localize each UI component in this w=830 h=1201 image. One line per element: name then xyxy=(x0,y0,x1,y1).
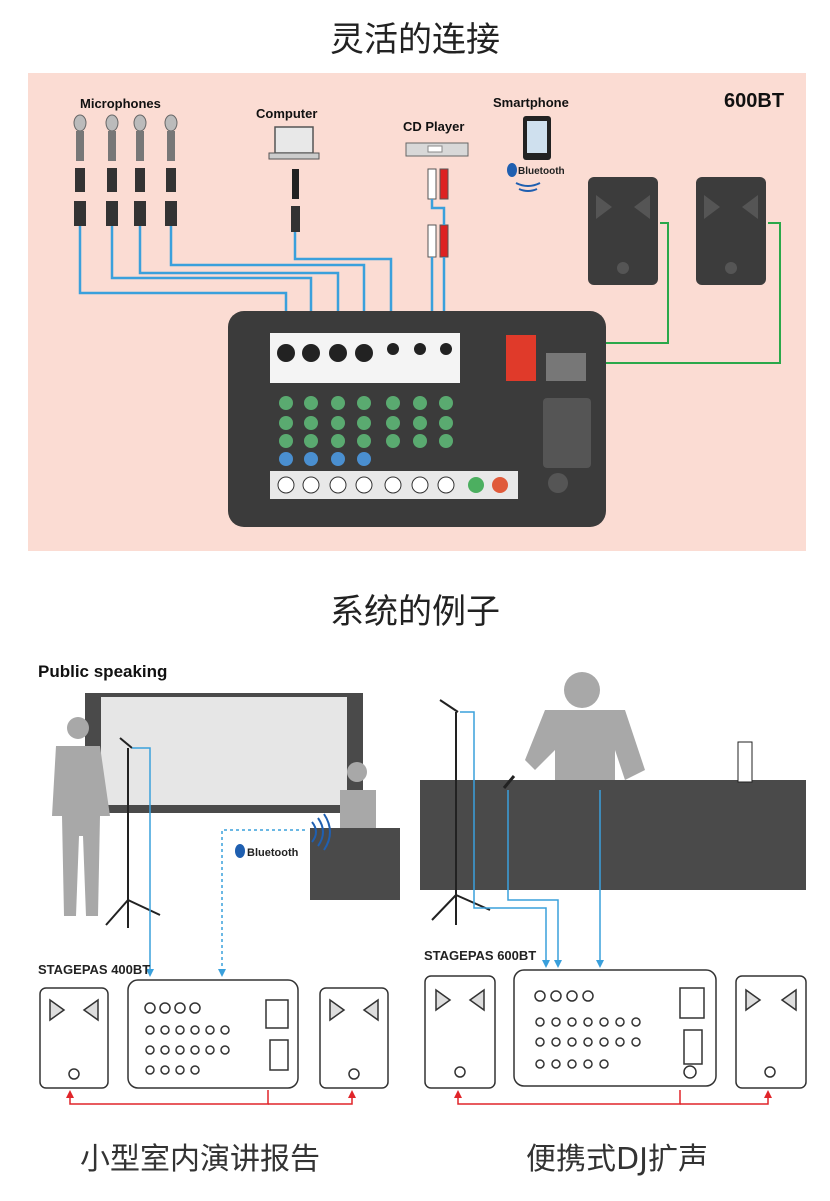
laptop-icon xyxy=(738,742,752,782)
caption-left: 小型室内演讲报告 xyxy=(80,1134,320,1178)
dj-silhouette xyxy=(525,672,645,780)
arrow-bluetooth-left xyxy=(218,969,226,977)
projection-screen xyxy=(101,697,347,805)
arrows-right-inputs xyxy=(542,960,604,968)
stagepas-600bt-system xyxy=(425,970,806,1088)
model-label-400bt: STAGEPAS 400BT xyxy=(38,962,150,977)
podium xyxy=(310,828,400,900)
stagepas-400bt-system xyxy=(40,980,388,1088)
arrow-speaker-left-1 xyxy=(66,1090,74,1098)
dj-booth xyxy=(420,780,806,890)
arrow-speaker-left-2 xyxy=(348,1090,356,1098)
arrow-speaker-right-1 xyxy=(454,1090,462,1098)
caption-right: 便携式DJ扩声 xyxy=(526,1134,708,1178)
bluetooth-label-left: Bluetooth xyxy=(247,847,299,859)
speaker-cables-left xyxy=(70,1090,352,1104)
arrow-speaker-right-2 xyxy=(764,1090,772,1098)
bluetooth-badge-left: Bluetooth xyxy=(235,844,299,859)
speaker-cables-right xyxy=(458,1090,768,1104)
model-label-600bt: STAGEPAS 600BT xyxy=(424,948,536,963)
